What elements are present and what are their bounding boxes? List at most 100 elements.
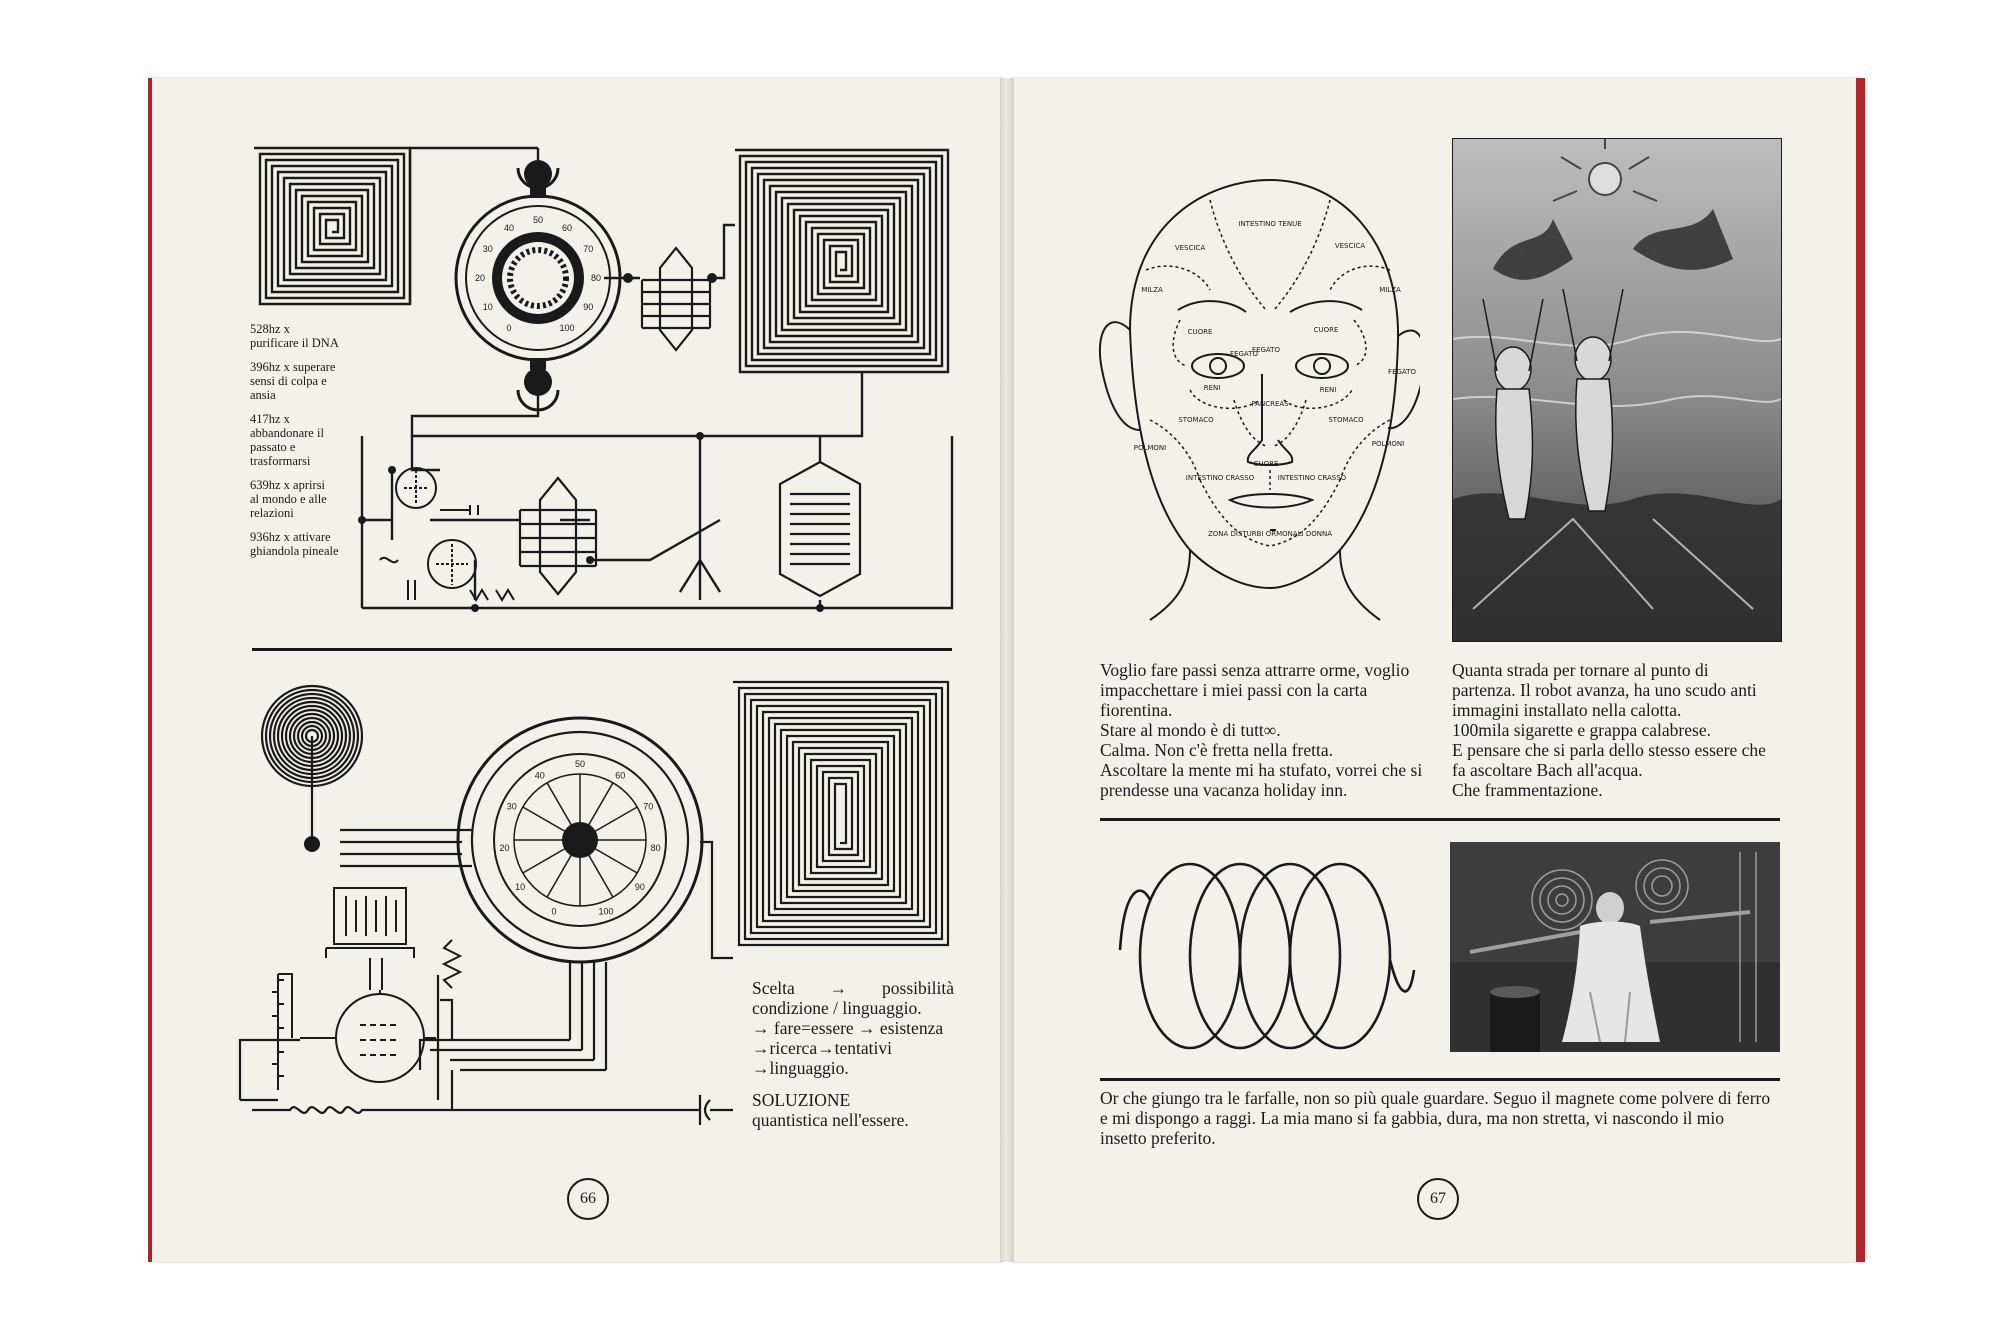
dial-tick-label: 70 (643, 802, 653, 812)
dial-tick-label: 50 (575, 759, 585, 769)
book-gutter (1000, 78, 1014, 1262)
face-zone-label: STOMACO (1328, 416, 1364, 424)
book-edge-left (148, 78, 155, 1262)
face-zone-label: MILZA (1141, 286, 1163, 294)
radionic-circuit-diagram-top: 0 10 20 30 40 50 60 70 80 90 100 (254, 146, 954, 612)
face-zone-label: VESCICA (1175, 244, 1205, 252)
face-zone-label: RENI (1204, 384, 1221, 392)
dial-tick-label: 60 (615, 771, 625, 781)
paragraph-right: Quanta strada per tornare al punto di pa… (1452, 660, 1782, 800)
solution-title: SOLUZIONE (752, 1090, 851, 1110)
text-line: Calma. Non c'è fretta nella fretta. (1100, 740, 1333, 760)
face-zone-label: RENI (1320, 386, 1337, 394)
dial-tick-label: 0 (551, 906, 556, 916)
dial-tick-label: 80 (591, 273, 601, 283)
text-line: →ricerca→tentativi (752, 1038, 892, 1058)
dial-tick-label: 40 (535, 771, 545, 781)
inductor-left (272, 974, 284, 1090)
face-reflexology-map: INTESTINO TENUE VESCICA VESCICA MILZA MILZA C… (1098, 178, 1420, 621)
text-line: Stare al mondo è di tutt∞. (1100, 720, 1281, 740)
text-line: Voglio fare passi senza attrarre orme, v… (1100, 660, 1410, 680)
face-zone-label: STOMACO (1178, 416, 1214, 424)
text-line: Scelta → possibilità (752, 978, 954, 998)
text-line: → fare=essere → esistenza (752, 1018, 944, 1038)
face-zone-label: FEGATO (1230, 350, 1258, 358)
face-zone-label: FEGATO (1252, 346, 1280, 354)
divider-right-2 (1100, 1078, 1780, 1081)
square-spiral-large (735, 148, 950, 374)
face-zone-label: MILZA (1379, 286, 1401, 294)
text-line: Ascoltare la mente mi ha stufato, vorrei… (1100, 760, 1423, 780)
face-zone-label: INTESTINO CRASSO (1278, 474, 1347, 482)
text-line: Or che giungo tra le farfalle, non so pi… (1100, 1088, 1771, 1108)
text-line: insetto preferito. (1100, 1128, 1216, 1148)
face-zone-label: CUORE (1314, 326, 1339, 334)
text-line: impacchettare i miei passi con la carta (1100, 680, 1368, 700)
paragraph-left: Voglio fare passi senza attrarre orme, v… (1100, 660, 1430, 800)
dial-tick-label: 100 (598, 906, 613, 916)
text-line: immagini installato nella calotta. (1452, 700, 1682, 720)
paragraph-bottom: Or che giungo tra le farfalle, non so pi… (1100, 1088, 1790, 1148)
rect-spiral-large (733, 680, 950, 947)
dial-tick-label: 40 (504, 223, 514, 233)
resistor-right (441, 939, 463, 989)
face-zone-label: FEGATO (1388, 368, 1416, 376)
dial-tick-label: 10 (515, 882, 525, 892)
dial-tick-label: 90 (635, 882, 645, 892)
face-zone-label: CUORE (1254, 460, 1279, 468)
text-line: condizione / linguaggio. (752, 998, 922, 1018)
divider-right-1 (1100, 818, 1780, 821)
solution-text: quantistica nell'essere. (752, 1110, 909, 1130)
dial-tick-label: 50 (533, 215, 543, 225)
dial-tick-label: 20 (475, 273, 485, 283)
capacitor-bank (325, 887, 415, 990)
text-line: fiorentina. (1100, 700, 1173, 720)
dial-tick-label: 0 (506, 323, 511, 333)
face-zone-label: POLMONI (1372, 440, 1404, 448)
dial-tick-label: 30 (483, 244, 493, 254)
text-line: 100mila sigarette e grappa calabrese. (1452, 720, 1711, 740)
face-zone-label: INTESTINO TENUE (1238, 220, 1301, 228)
vacuum-tube (300, 990, 436, 1083)
face-zone-label: INTESTINO CRASSO (1186, 474, 1255, 482)
transformer-coil (778, 460, 862, 598)
dial-tick-label: 70 (583, 244, 593, 254)
text-line: prendesse una vacanza holiday inn. (1100, 780, 1348, 800)
text-line: fa ascoltare Bach all'acqua. (1452, 760, 1643, 780)
text-line: partenza. Il robot avanza, ha uno scudo … (1452, 680, 1757, 700)
helix-coil-drawing (1118, 862, 1416, 1050)
text-line: e mi dispongo a raggi. La mia mano si fa… (1100, 1108, 1725, 1128)
page-number-66: 66 (567, 1178, 609, 1220)
book-edge-right (1856, 78, 1865, 1262)
divider-left (252, 648, 952, 651)
hexagonal-coil-middle (518, 476, 598, 596)
text-line: Quanta strada per tornare al punto di (1452, 660, 1709, 680)
scelta-text: Scelta → possibilità condizione / lingua… (752, 978, 954, 1130)
face-zone-label: VESCICA (1335, 242, 1365, 250)
dial-tick-label: 80 (651, 843, 661, 853)
dial-tick-label: 10 (483, 302, 493, 312)
page-number-67: 67 (1417, 1178, 1459, 1220)
dial-tick-label: 20 (499, 843, 509, 853)
illustration-two-figures (1452, 138, 1782, 642)
text-line: →linguaggio. (752, 1058, 849, 1078)
dial-tick-label: 100 (559, 323, 574, 333)
square-spiral-small (254, 146, 412, 306)
face-zone-label: ZONA DISTURBI ORMONALI DONNA (1208, 530, 1332, 538)
face-zone-label: PANCREAS (1251, 400, 1289, 408)
hexagonal-coil-top (640, 246, 712, 352)
frequency-dial-top: 0 10 20 30 40 50 60 70 80 90 100 (454, 160, 717, 412)
photo-woman-with-coils (1450, 842, 1780, 1052)
face-zone-label: CUORE (1188, 328, 1213, 336)
dial-tick-label: 60 (562, 223, 572, 233)
face-zone-label: POLMONI (1134, 444, 1166, 452)
dial-tick-label: 90 (583, 302, 593, 312)
